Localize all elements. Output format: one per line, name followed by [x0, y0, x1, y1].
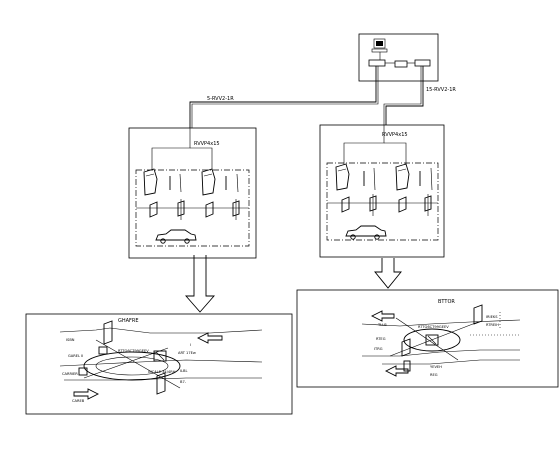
toll-booth: [425, 334, 439, 346]
computer-icon: [371, 38, 388, 53]
loop-detector: [177, 200, 185, 217]
detail-left-callout: INCALE 34/4RH: [148, 370, 176, 374]
car-icon: [155, 229, 197, 244]
arrow-down-icon: [374, 258, 402, 289]
arrow-down-icon: [185, 255, 215, 313]
detail-right-callout: RTEG: [376, 337, 386, 341]
controller-3: [414, 59, 431, 67]
detail-right-box: [296, 289, 559, 388]
loop-detector: [149, 201, 158, 218]
detail-left-callout: CAREB: [72, 399, 85, 403]
detail-left-title: GHAFRE: [118, 318, 139, 324]
detail-right-callout: IRIEKS: [486, 315, 498, 319]
barrier-gate-icon: [335, 163, 350, 191]
detail-left-box: [25, 313, 293, 415]
loop-detector: [398, 196, 407, 213]
station-right-lane-zone: [326, 162, 439, 241]
direction-arrow-icon: [384, 365, 409, 377]
barrier-gate-icon: [395, 163, 410, 191]
barrier-gate-icon: [103, 320, 113, 345]
detail-left-device-label: RTTG6CT99GEEV: [118, 349, 149, 353]
detail-right-callout: YEVEH: [430, 365, 442, 369]
detail-right-callout: REG: [430, 373, 438, 377]
controller-2: [394, 60, 408, 68]
trunk-cable-right: [385, 66, 424, 125]
detail-left-callout: ISBN: [66, 338, 75, 342]
trunk-label-left: 5-RVV2-1R: [207, 96, 234, 102]
direction-arrow-icon: [73, 388, 100, 400]
station-right-box: [319, 124, 445, 258]
control-room-box: [358, 33, 439, 82]
barrier-gate-icon: [143, 168, 158, 196]
car-icon: [345, 225, 387, 240]
station-left: RVVP4x15: [128, 127, 257, 259]
ticket-machine: [98, 346, 108, 355]
branch-label-right: RVVP4x15: [382, 132, 408, 138]
barrier-gate-icon: [473, 304, 483, 325]
loop-detector: [205, 201, 214, 218]
loop-detector: [424, 195, 432, 212]
ticket-machine: [78, 367, 88, 376]
detail-right-callout: ITRG: [374, 347, 383, 351]
detail-left-callout: CARRIER: [62, 372, 78, 376]
detail-right-device-label: RTTG6CT99GEEV: [418, 325, 449, 329]
controller-1: [368, 59, 386, 67]
barrier-gate-icon: [201, 168, 216, 196]
island-oval: [403, 328, 461, 352]
detail-left-callout: GAREL II: [68, 354, 83, 358]
barrier-gate-icon: [156, 372, 166, 395]
trunk-label-right: 15-RVV2-1R: [426, 87, 456, 93]
detail-right-callout: TLLB: [377, 323, 387, 327]
detail-right: BTTOR RTTG6CT99GEEV IRIEKS RTREIH TLLB R…: [296, 289, 559, 388]
ticket-machine: [403, 360, 411, 372]
branch-label-left: RVVP4x15: [194, 141, 220, 147]
detail-left-callout: ILBL: [180, 369, 188, 373]
detail-left-callout: ART 17Ew: [178, 351, 196, 355]
island-oval: [83, 351, 181, 381]
loop-detector: [341, 196, 350, 213]
detail-left: GHAFRE RTTG6CT99GEEV ISBN I ART 17Ew GAR…: [25, 313, 293, 415]
loop-detector: [232, 200, 240, 217]
direction-arrow-icon: [370, 310, 395, 322]
loop-detector: [369, 195, 377, 212]
detail-left-callout: B7-: [180, 380, 187, 384]
station-right: RVVP4x15: [319, 124, 445, 258]
trunk-cable-left: [189, 66, 377, 128]
detail-right-title: BTTOR: [438, 299, 455, 305]
detail-left-callout: I: [190, 343, 191, 347]
trunk-cables: 5-RVV2-1R 15-RVV2-1R: [189, 66, 456, 128]
detail-right-callout: RTREIH: [486, 323, 499, 327]
control-room: [358, 33, 439, 82]
direction-arrow-icon: [196, 332, 223, 344]
station-left-box: [128, 127, 257, 259]
